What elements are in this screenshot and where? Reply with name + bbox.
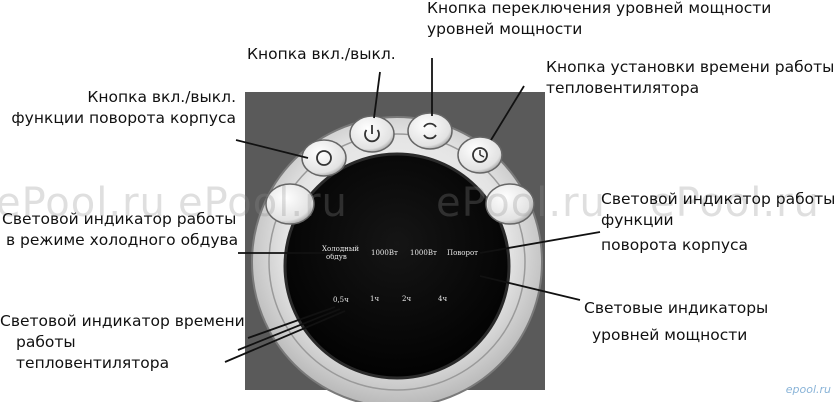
power-icon <box>364 125 380 143</box>
label-cold-indicator: Световой индикатор работы в режиме холод… <box>2 210 239 249</box>
leader-oscillation <box>235 139 309 159</box>
display-timer-05: 0,5ч <box>333 296 349 304</box>
mode-button[interactable] <box>407 112 453 150</box>
leader-timer-3 <box>224 310 346 363</box>
display-disc <box>283 152 511 380</box>
display-power-1000-b: 1000Вт <box>410 249 437 257</box>
rotation-icon <box>316 150 332 166</box>
watermark-right: ePool.ru <box>650 180 820 226</box>
leader-power-levels <box>479 275 581 301</box>
watermark-left: ePool.ru <box>0 180 166 226</box>
corner-watermark: epool.ru <box>785 383 831 396</box>
display-power-1000-a: 1000Вт <box>371 249 398 257</box>
label-oscillation-button: Кнопка вкл./выкл. функции поворота корпу… <box>11 88 236 127</box>
display-cold-line1: Холодный <box>322 245 359 253</box>
oscillation-button[interactable] <box>301 139 347 177</box>
watermark-center-left: ePool.ru <box>178 180 348 226</box>
display-timer-4: 4ч <box>438 295 447 303</box>
leader-timer-2 <box>237 308 341 351</box>
leader-timer-1 <box>247 306 336 339</box>
leader-timer <box>490 85 525 141</box>
label-power-button: Кнопка вкл./выкл. <box>247 45 396 63</box>
timer-button[interactable] <box>457 136 503 174</box>
inner-ring-edge <box>268 133 526 391</box>
leader-rotation <box>479 231 601 254</box>
cycle-icon <box>423 122 437 140</box>
label-timer-indicator: Световой индикатор времени работы теплов… <box>0 312 245 372</box>
display-cold-line2: обдув <box>326 253 347 261</box>
label-timer-button: Кнопка установки времени работы тепловен… <box>546 58 835 97</box>
leader-lines <box>224 58 601 363</box>
label-mode-button: Кнопка переключения уровней мощности уро… <box>427 0 772 38</box>
display-timer-1: 1ч <box>370 295 379 303</box>
watermark-center-right: ePool.ru <box>436 180 606 226</box>
leader-power <box>373 71 381 119</box>
display-timer-2: 2ч <box>402 295 411 303</box>
display-rotation: Поворот <box>447 249 478 257</box>
clock-icon <box>472 147 488 163</box>
blank-button-right[interactable] <box>485 183 535 225</box>
label-rotation-indicator: Световой индикатор работы функции поворо… <box>601 190 836 254</box>
label-power-level-indicators: Световые индикаторы уровней мощности <box>584 299 769 345</box>
power-button[interactable] <box>349 115 395 153</box>
blank-button-left[interactable] <box>265 183 315 225</box>
